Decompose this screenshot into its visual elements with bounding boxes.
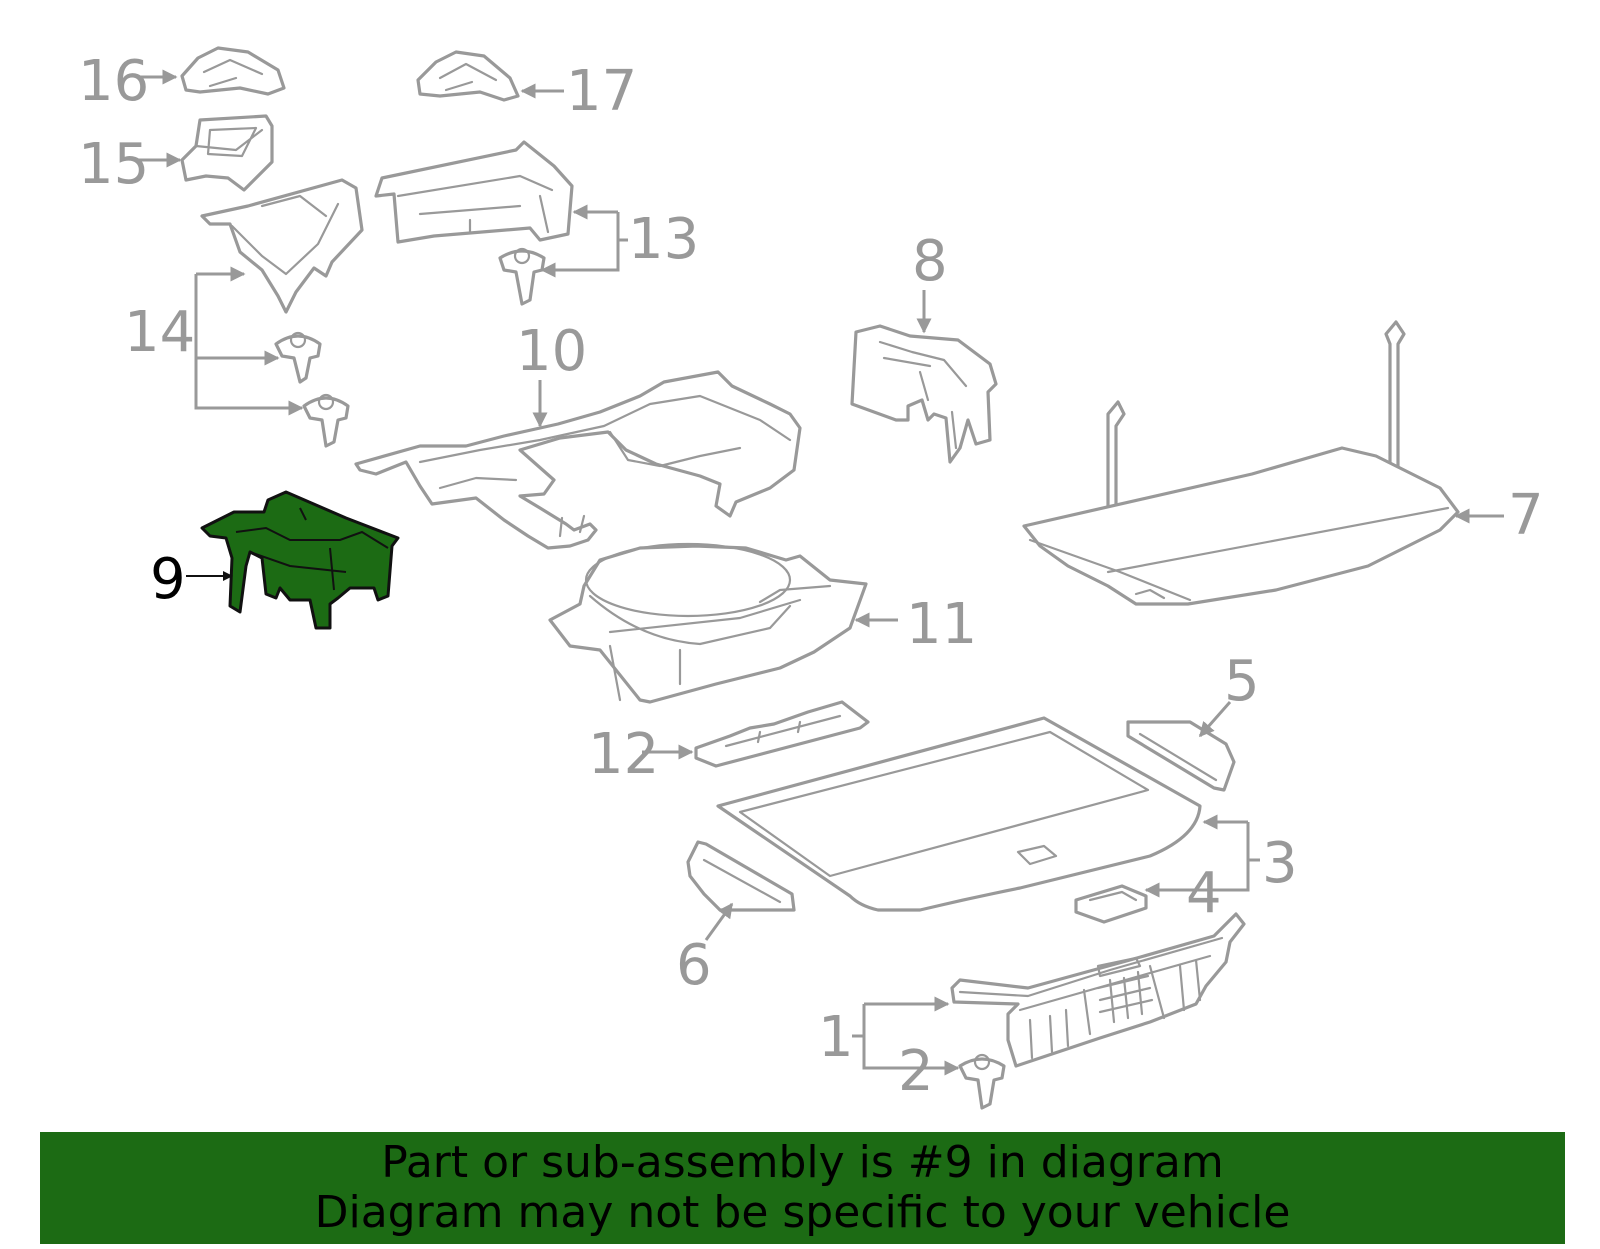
- callout-7: 7: [1508, 483, 1544, 548]
- part-15-cover[interactable]: [180, 114, 274, 192]
- callout-13: 13: [628, 207, 699, 272]
- part-3-deck-board[interactable]: [716, 716, 1202, 912]
- part-10-floor-panel[interactable]: [354, 370, 802, 550]
- callout-5: 5: [1224, 649, 1260, 714]
- part-11-spare-tire-tray[interactable]: [548, 542, 868, 704]
- part-6-side-trim[interactable]: [686, 840, 796, 912]
- part-14-clip-upper[interactable]: [274, 331, 322, 384]
- part-14-clip-lower[interactable]: [302, 393, 350, 448]
- callout-17: 17: [566, 59, 637, 124]
- part-4-cap[interactable]: [1074, 884, 1148, 924]
- callout-3: 3: [1262, 831, 1298, 896]
- callout-12: 12: [588, 722, 659, 787]
- callout-9: 9: [150, 547, 186, 612]
- banner-line-2: Diagram may not be specific to your vehi…: [314, 1187, 1291, 1238]
- part-14-panel[interactable]: [200, 178, 364, 314]
- callout-2: 2: [898, 1039, 934, 1104]
- callout-14: 14: [124, 300, 195, 365]
- callout-16: 16: [78, 49, 149, 114]
- part-1-scuff-plate[interactable]: [950, 912, 1246, 1068]
- callout-4: 4: [1186, 861, 1222, 926]
- callout-6: 6: [676, 933, 712, 998]
- part-16-bracket[interactable]: [180, 46, 286, 96]
- part-9-body: [200, 490, 400, 630]
- part-13-clip[interactable]: [498, 247, 546, 306]
- part-7-tonneau-cover[interactable]: [1022, 320, 1460, 606]
- info-banner: Part or sub-assembly is #9 in diagram Di…: [40, 1132, 1565, 1244]
- part-8-bracket[interactable]: [850, 324, 998, 464]
- callout-1: 1: [818, 1005, 854, 1070]
- part-17-bracket[interactable]: [416, 50, 520, 102]
- part-9-highlighted-bracket[interactable]: [200, 490, 400, 630]
- callout-15: 15: [78, 132, 149, 197]
- part-12-trim[interactable]: [694, 700, 870, 768]
- part-13-panel[interactable]: [374, 140, 574, 244]
- callout-11: 11: [906, 592, 977, 657]
- part-5-side-trim[interactable]: [1126, 720, 1236, 792]
- part-2-clip[interactable]: [958, 1053, 1006, 1110]
- banner-line-1: Part or sub-assembly is #9 in diagram: [381, 1137, 1224, 1188]
- callout-8: 8: [912, 229, 948, 294]
- parts-diagram: 16 17 15 13 14: [78, 46, 1544, 1110]
- callout-10: 10: [516, 319, 587, 384]
